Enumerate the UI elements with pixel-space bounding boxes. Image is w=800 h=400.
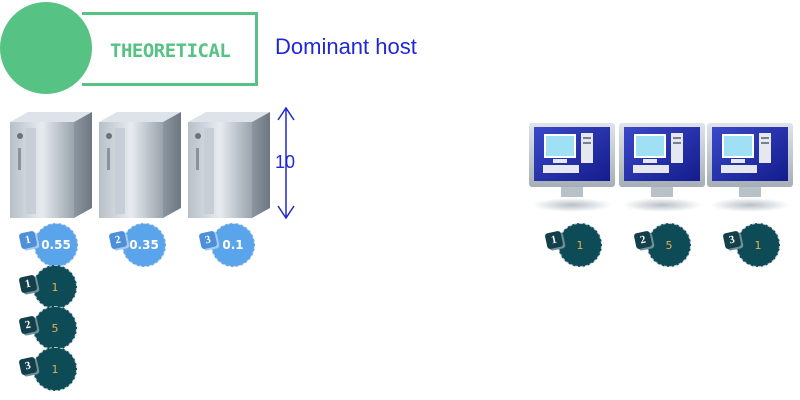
task-value: 1 — [51, 280, 59, 294]
page-title: Dominant host — [275, 34, 417, 59]
capacity-marker: 10 — [275, 152, 296, 172]
number-cube-icon: 1 — [544, 230, 564, 250]
number-cube-icon: 3 — [198, 230, 218, 250]
cube-label: 1 — [24, 277, 32, 291]
task-circle: 5 — [33, 306, 77, 350]
task-value: 1 — [51, 362, 59, 376]
number-cube-icon: 3 — [18, 356, 38, 376]
number-cube-icon: 2 — [18, 315, 38, 335]
client-task-circle: 5 — [647, 223, 691, 267]
server-tower-icon — [182, 108, 274, 218]
cube-label: 1 — [550, 233, 558, 247]
server-share-value: 0.1 — [222, 238, 244, 252]
cube-label: 2 — [24, 318, 32, 332]
cube-label: 1 — [24, 233, 32, 247]
server-share-circle: 0.55 — [34, 223, 78, 267]
client-task-circle: 1 — [736, 223, 780, 267]
client-task-value: 1 — [754, 238, 762, 252]
badge-label: THEORETICAL — [110, 40, 231, 62]
server-share-circle: 0.1 — [211, 223, 255, 267]
task-circle: 1 — [33, 347, 77, 391]
desktop-computer-icon — [705, 121, 795, 213]
cube-label: 2 — [114, 233, 122, 247]
client-task-value: 5 — [665, 238, 673, 252]
number-cube-icon: 3 — [722, 230, 742, 250]
desktop-computer-icon — [527, 121, 617, 213]
number-cube-icon: 2 — [108, 230, 128, 250]
server-share-value: 0.35 — [129, 238, 159, 252]
client-task-value: 1 — [576, 238, 584, 252]
desktop-computer-icon — [617, 121, 707, 213]
server-tower-icon — [93, 108, 185, 218]
number-cube-icon: 1 — [18, 274, 38, 294]
number-cube-icon: 2 — [633, 230, 653, 250]
task-circle: 1 — [33, 265, 77, 309]
number-cube-icon: 1 — [18, 230, 38, 250]
client-task-circle: 1 — [558, 223, 602, 267]
server-share-value: 0.55 — [41, 238, 71, 252]
title-badge-circle — [0, 2, 92, 94]
title-badge-frame — [82, 12, 258, 86]
server-tower-icon — [4, 108, 96, 218]
cube-label: 3 — [204, 233, 212, 247]
cube-label: 3 — [728, 233, 736, 247]
server-share-circle: 0.35 — [122, 223, 166, 267]
cube-label: 2 — [639, 233, 647, 247]
cube-label: 3 — [24, 359, 32, 373]
double-arrow-icon — [274, 106, 298, 220]
task-value: 5 — [51, 321, 59, 335]
